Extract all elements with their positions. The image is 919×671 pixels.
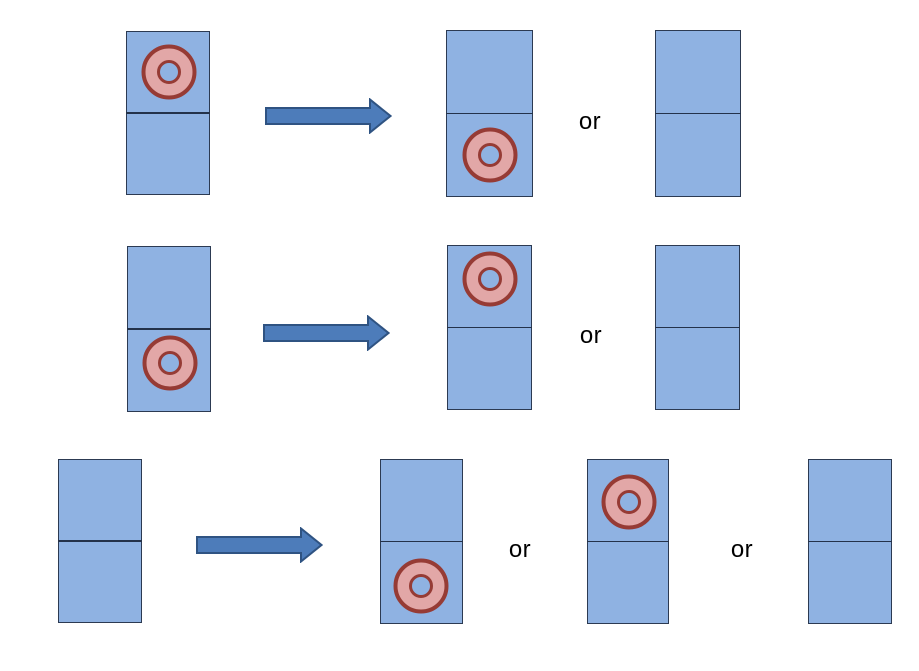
or-label: or <box>508 536 532 563</box>
cell-divider <box>127 328 211 330</box>
box-r2-initial <box>127 246 211 412</box>
particle-donut-icon <box>462 127 518 183</box>
or-label: or <box>578 108 602 135</box>
or-label: or <box>579 322 603 349</box>
box-r2-outcome-2 <box>655 245 740 410</box>
particle-donut-icon <box>141 44 197 100</box>
particle-donut-icon <box>142 335 198 391</box>
or-label: or <box>730 536 754 563</box>
cell-divider <box>380 540 463 543</box>
cell-divider <box>655 112 741 115</box>
box-r1-outcome-2 <box>655 30 741 197</box>
box-r3-initial <box>58 459 142 623</box>
box-r2-outcome-1 <box>447 245 532 410</box>
particle-donut-icon <box>393 558 449 614</box>
box-r3-outcome-2 <box>587 459 669 624</box>
box-r3-outcome-1 <box>380 459 463 624</box>
right-arrow-icon <box>263 315 390 351</box>
cell-divider <box>446 112 533 115</box>
cell-divider <box>655 326 740 329</box>
particle-donut-icon <box>601 474 657 530</box>
box-r1-initial <box>126 31 210 195</box>
cell-divider <box>587 540 669 543</box>
right-arrow-icon <box>196 527 323 563</box>
cell-divider <box>447 326 532 329</box>
right-arrow-icon <box>265 98 392 134</box>
particle-donut-icon <box>462 251 518 307</box>
box-r3-outcome-3 <box>808 459 892 624</box>
cell-divider <box>126 112 210 114</box>
cell-divider <box>808 540 892 543</box>
box-r1-outcome-1 <box>446 30 533 197</box>
cell-divider <box>58 540 142 542</box>
